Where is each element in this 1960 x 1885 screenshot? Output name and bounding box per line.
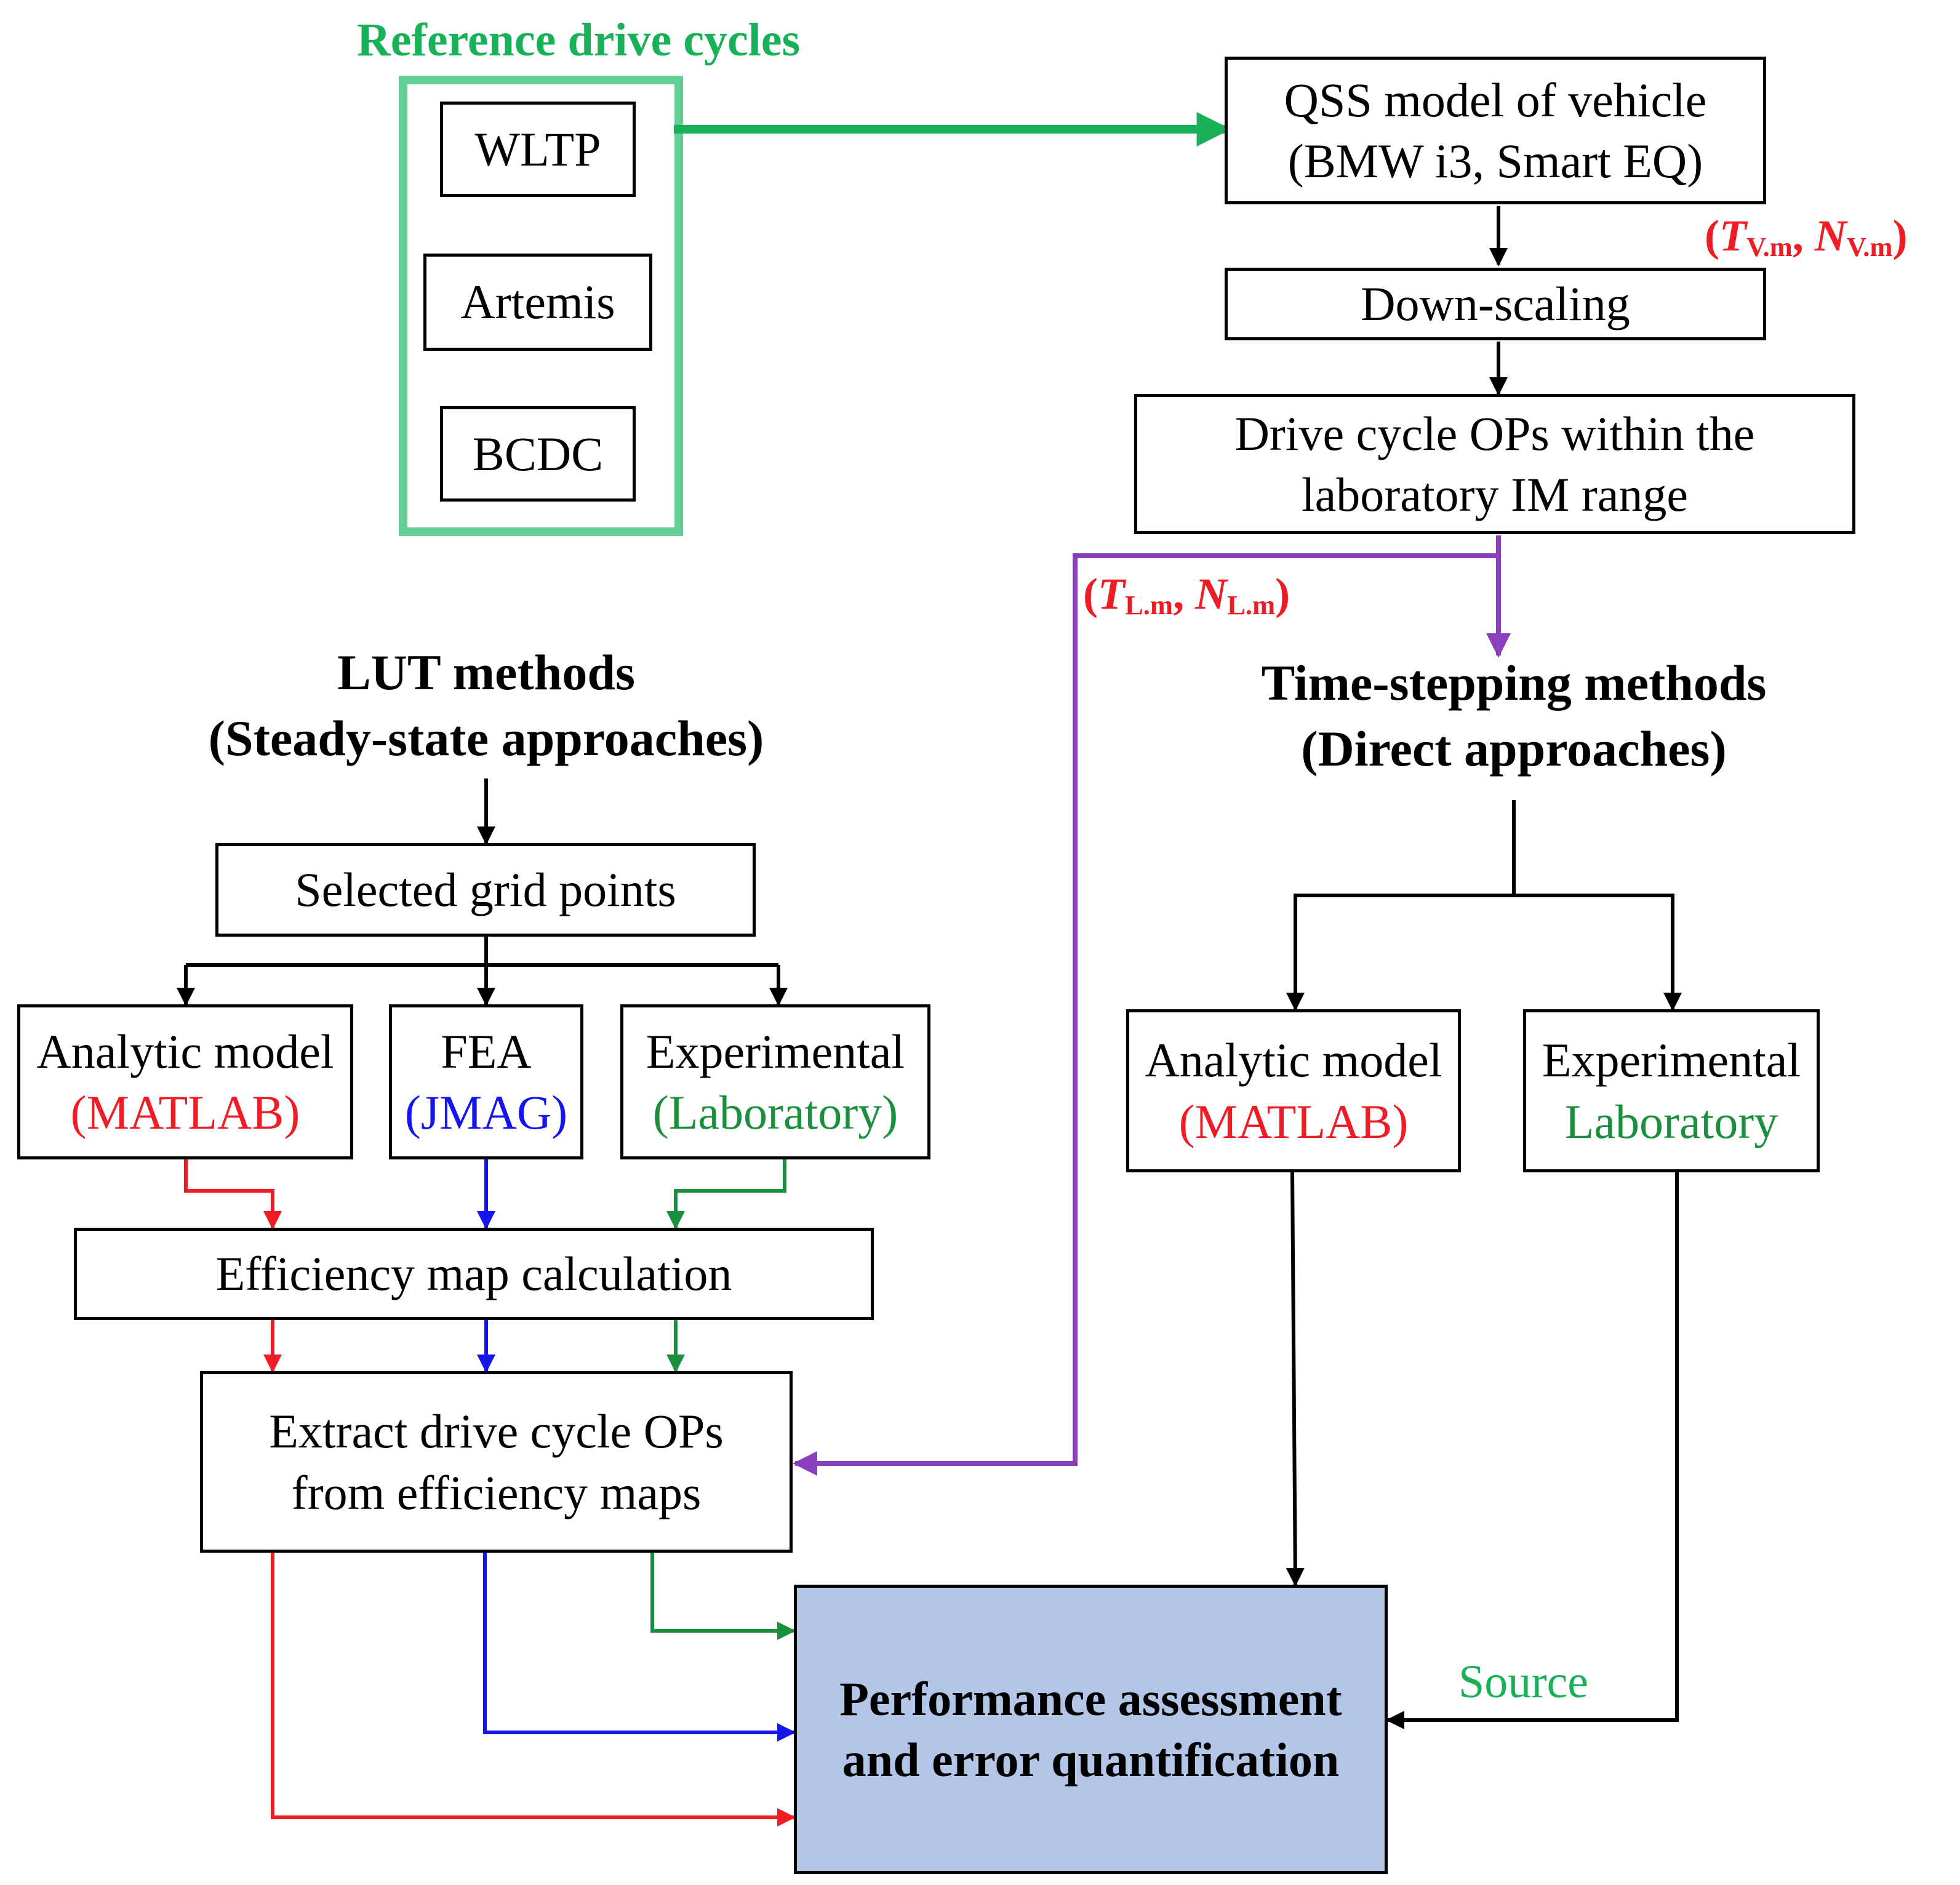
downscaling-label: Down-scaling	[1361, 277, 1630, 331]
lut-analytic-name: Analytic model	[36, 1024, 334, 1078]
time-stepping-heading-line1: Time-stepping methods	[1261, 655, 1767, 711]
drive-cycle-ops-line2: laboratory IM range	[1301, 468, 1689, 521]
drive-cycle-frame	[399, 76, 683, 536]
qss-line1: QSS model of vehicle	[1284, 73, 1707, 127]
lut-heading-line2: (Steady-state approaches)	[208, 710, 764, 766]
lut-fea-tool: (JMAG)	[404, 1086, 568, 1139]
arrow-ts-to-experimental	[1514, 894, 1682, 1011]
lab-operating-point-label: (TL.m, NL.m)	[1083, 569, 1290, 620]
arrow-extract-green-to-result	[650, 1553, 796, 1640]
time-stepping-heading: Time-stepping methods (Direct approaches…	[1175, 650, 1852, 782]
lut-fea-name: FEA	[441, 1024, 532, 1078]
performance-assessment-line1: Performance assessment	[839, 1671, 1342, 1726]
ts-analytic-name: Analytic model	[1145, 1033, 1442, 1087]
performance-assessment-line2: and error quantification	[842, 1733, 1340, 1787]
time-stepping-heading-line2: (Direct approaches)	[1301, 720, 1727, 777]
source-label: Source	[1458, 1656, 1589, 1708]
grid-points-label: Selected grid points	[295, 863, 676, 917]
ts-analytic-box: Analytic model (MATLAB)	[1126, 1009, 1461, 1172]
arrow-extract-blue-to-result	[483, 1553, 796, 1742]
arrow-ts-experimental-to-result	[1386, 1172, 1679, 1729]
arrow-analytic-to-efficiency	[184, 1159, 282, 1230]
cycle-wltp-box: WLTP	[440, 102, 636, 197]
lut-experimental-name: Experimental	[646, 1024, 905, 1078]
lut-heading-line1: LUT methods	[337, 644, 635, 700]
cycle-artemis-box: Artemis	[423, 254, 652, 351]
arrow-ops-to-extract	[793, 553, 1498, 1476]
cycle-bcdc-box: BCDC	[440, 406, 636, 502]
drive-cycle-ops-line1: Drive cycle OPs within the	[1234, 406, 1755, 460]
arrow-ts-analytic-to-result	[1286, 1172, 1305, 1587]
lut-heading: LUT methods (Steady-state approaches)	[117, 640, 855, 771]
arrow-extract-red-to-result	[271, 1553, 796, 1827]
drive-cycle-ops-box: Drive cycle OPs within the laboratory IM…	[1134, 394, 1855, 534]
efficiency-map-box: Efficiency map calculation	[74, 1228, 874, 1320]
ts-experimental-name: Experimental	[1542, 1033, 1801, 1087]
lut-fea-box: FEA (JMAG)	[389, 1004, 583, 1159]
lut-experimental-box: Experimental (Laboratory)	[620, 1004, 930, 1159]
extract-ops-box: Extract drive cycle OPs from efficiency …	[200, 1371, 793, 1553]
extract-ops-line1: Extract drive cycle OPs	[269, 1404, 724, 1459]
arrow-ts-to-analytic	[1286, 894, 1514, 1011]
qss-line2: (BMW i3, Smart EQ)	[1287, 134, 1703, 188]
ts-analytic-tool: (MATLAB)	[1178, 1094, 1409, 1148]
grid-points-box: Selected grid points	[215, 843, 756, 937]
lut-analytic-tool: (MATLAB)	[70, 1086, 300, 1139]
ts-experimental-box: Experimental Laboratory	[1523, 1009, 1820, 1172]
performance-assessment-box: Performance assessment and error quantif…	[794, 1585, 1388, 1874]
lut-experimental-tool: (Laboratory)	[652, 1086, 898, 1139]
drive-cycles-title: Reference drive cycles	[356, 14, 801, 66]
efficiency-map-label: Efficiency map calculation	[215, 1247, 732, 1301]
qss-model-box: QSS model of vehicle (BMW i3, Smart EQ)	[1225, 57, 1766, 204]
extract-ops-line2: from efficiency maps	[291, 1465, 702, 1519]
arrow-experimental-to-efficiency	[666, 1159, 786, 1230]
lut-analytic-box: Analytic model (MATLAB)	[17, 1004, 353, 1159]
cycle-bcdc-label: BCDC	[472, 426, 604, 481]
downscaling-box: Down-scaling	[1225, 268, 1766, 340]
cycle-wltp-label: WLTP	[474, 122, 601, 176]
cycle-artemis-label: Artemis	[460, 275, 615, 329]
vehicle-operating-point-label: (TV.m, NV.m)	[1705, 211, 1908, 262]
ts-experimental-tool: Laboratory	[1564, 1094, 1778, 1148]
